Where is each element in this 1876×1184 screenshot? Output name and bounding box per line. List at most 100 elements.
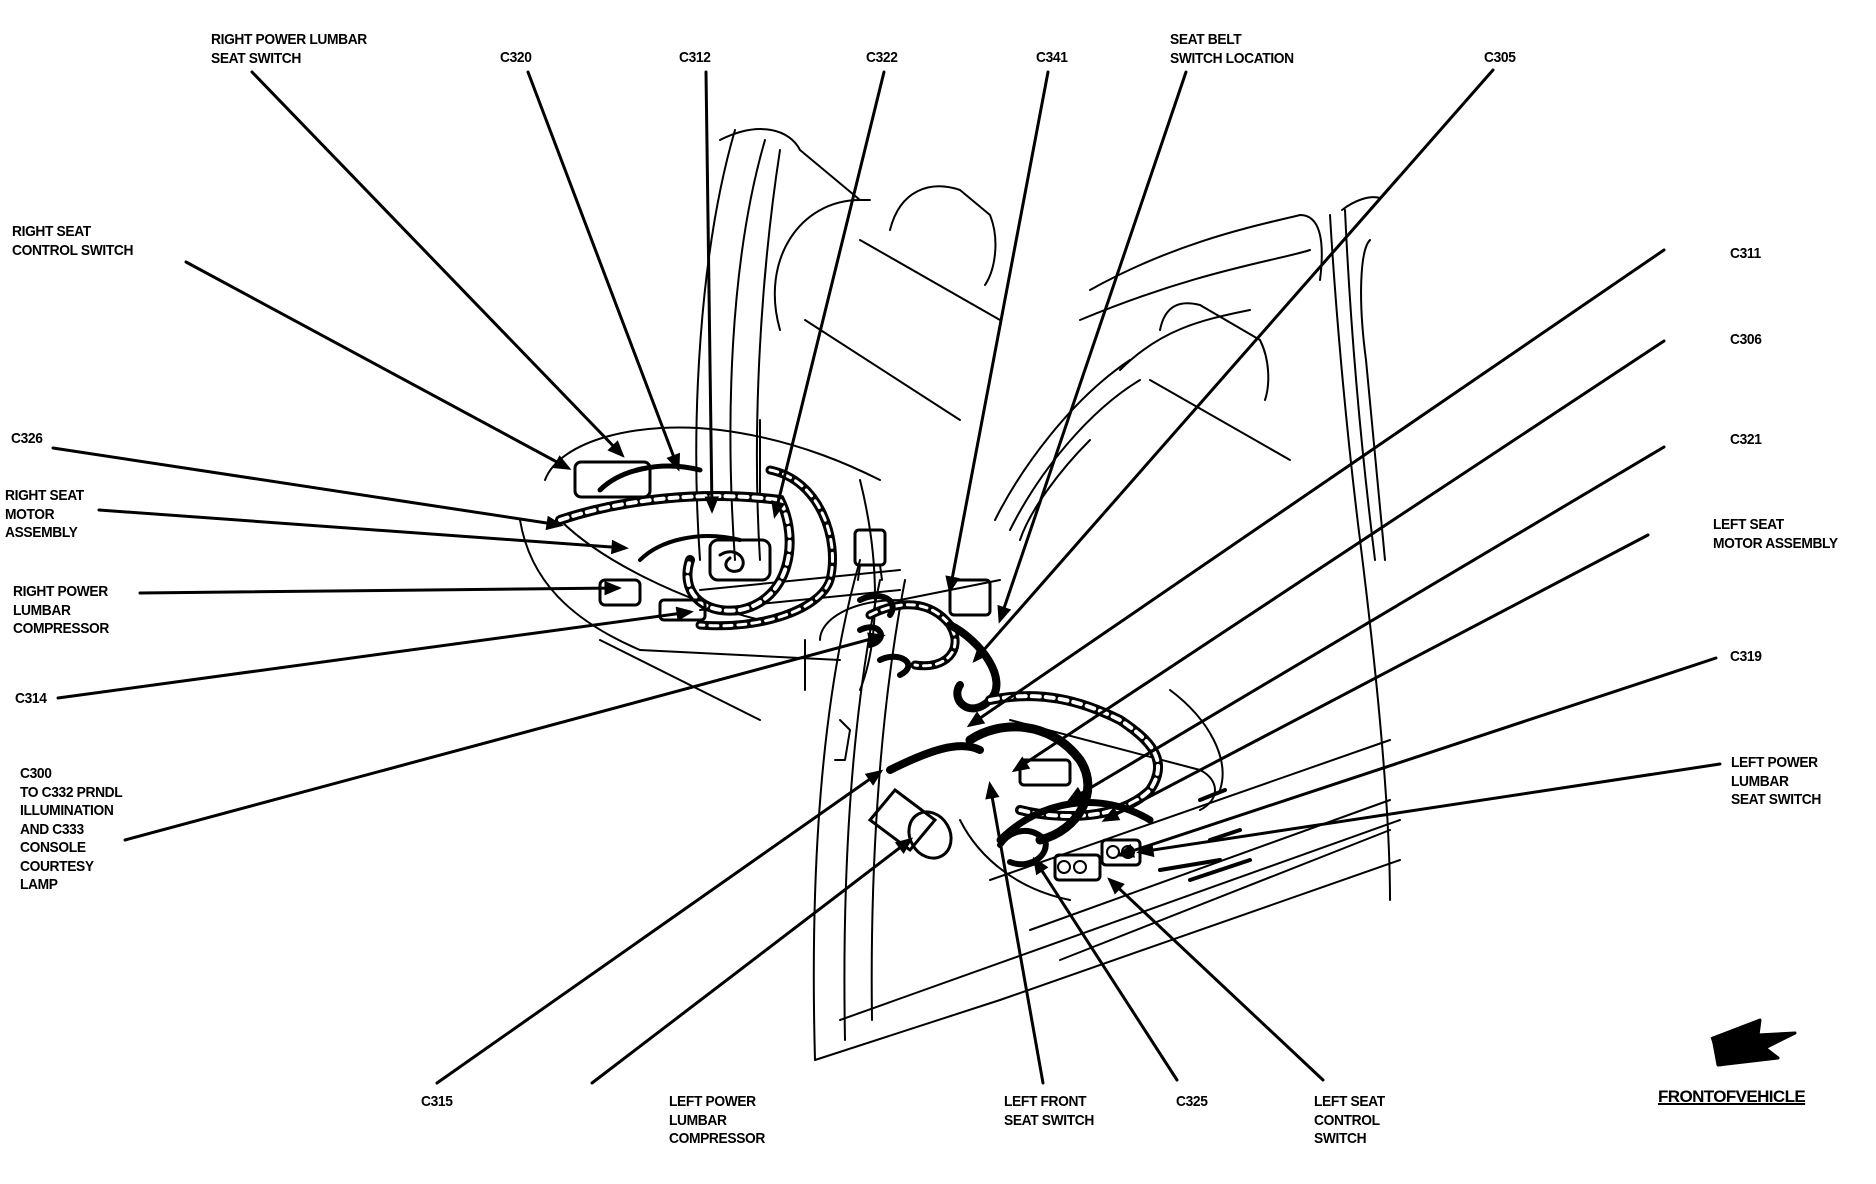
leader-line-c321 (1068, 445, 1666, 802)
leader-arrowhead-c311 (966, 711, 986, 728)
callout-label-line: CONTROL SWITCH (12, 241, 134, 259)
callout-label-line: LUMBAR (13, 601, 71, 619)
leader-arrowhead-c305 (972, 645, 990, 663)
callout-c315: C315 (421, 1093, 453, 1112)
callout-label-line: RIGHT POWER (13, 583, 108, 600)
callout-label-line: COMPRESSOR (669, 1130, 766, 1147)
callout-label-line: C325 (1176, 1093, 1208, 1110)
leader-arrowhead-c300 (867, 632, 886, 647)
callout-label-line: CONTROL (1314, 1111, 1380, 1129)
callout-label-line: AND C333 (20, 820, 84, 838)
callout-label-line: C312 (679, 49, 711, 66)
callout-label-line: RIGHT SEAT (12, 223, 91, 240)
front-of-vehicle-label: FRONTOFVEHICLE (1658, 1087, 1806, 1106)
leader-line-left-power-lumbar-seat-switch (1138, 762, 1722, 854)
leader-arrowhead-c319 (1116, 843, 1136, 858)
callout-label-line: MOTOR (5, 505, 55, 523)
leader-line-left-seat-motor-assembly (1103, 533, 1650, 822)
callout-c320: C320 (500, 49, 532, 68)
callout-label-line: C326 (11, 430, 43, 447)
callout-c321: C321 (1730, 431, 1762, 450)
callout-label-line: C305 (1484, 49, 1516, 66)
leader-arrowhead-right-seat-motor-assembly (611, 539, 629, 555)
callout-label-line: COURTESY (20, 857, 94, 875)
right-seat-harness (555, 460, 887, 631)
callout-label-line: SEAT SWITCH (211, 49, 302, 67)
leader-line-c341 (948, 70, 1050, 592)
callout-label-line: C322 (866, 49, 898, 66)
leader-line-left-seat-control-switch (1108, 878, 1325, 1082)
leader-arrowhead-c325 (1032, 856, 1049, 876)
leader-arrowhead-seat-belt-switch-location (997, 604, 1012, 624)
callout-label-line: LEFT FRONT (1004, 1093, 1087, 1110)
callout-label-line: SWITCH LOCATION (1170, 49, 1294, 67)
leader-line-c326 (51, 446, 562, 527)
callout-c312: C312 (679, 49, 711, 68)
leader-line-right-seat-motor-assembly (97, 508, 627, 550)
callout-label-line: LEFT SEAT (1314, 1093, 1385, 1110)
leader-line-c300 (123, 634, 884, 842)
leader-arrowhead-left-seat-control-switch (1107, 877, 1125, 895)
left-seat-harness (857, 578, 1164, 882)
leader-line-c314 (56, 610, 692, 700)
leader-arrowhead-right-power-lumbar-seat-switch (607, 440, 625, 458)
callout-c319: C319 (1730, 648, 1762, 667)
leader-line-right-power-lumbar-seat-switch (250, 70, 624, 457)
callout-label-line: LEFT POWER (669, 1093, 756, 1110)
leader-line-right-power-lumbar-compressor (138, 586, 620, 595)
leader-arrowhead-c315 (864, 769, 884, 786)
callout-c326: C326 (11, 430, 43, 449)
callout-label-line: C315 (421, 1093, 453, 1110)
leader-arrowhead-right-seat-control-switch (552, 455, 572, 470)
leader-arrowhead-c306 (1011, 756, 1031, 773)
leader-lines (51, 68, 1722, 1085)
callout-c305: C305 (1484, 49, 1516, 68)
leader-line-c312 (704, 70, 714, 512)
leader-line-c325 (1033, 858, 1179, 1082)
callout-label-line: C321 (1730, 431, 1762, 448)
leader-line-c319 (1118, 656, 1718, 857)
leader-arrowhead-left-power-lumbar-compressor (894, 837, 914, 854)
callout-label-line: RIGHT POWER LUMBAR (211, 31, 367, 48)
callout-label-line: CONSOLE (20, 839, 86, 856)
leader-line-c320 (526, 70, 680, 470)
callout-c314: C314 (15, 690, 47, 709)
callout-label-line: COMPRESSOR (13, 620, 110, 637)
leader-arrowhead-c320 (666, 452, 680, 472)
callout-label-line: LUMBAR (669, 1111, 727, 1129)
callout-label-line: LUMBAR (1731, 772, 1789, 790)
leader-arrowhead-c321 (1066, 786, 1086, 802)
callout-label-line: C300 (20, 765, 52, 782)
leader-line-c306 (1013, 339, 1666, 772)
vehicle-outline (519, 128, 1401, 1061)
leader-arrowhead-left-front-seat-switch (985, 781, 1000, 800)
callout-label-line: SEAT BELT (1170, 31, 1242, 48)
leader-line-c315 (435, 770, 882, 1085)
leader-arrowhead-c341 (945, 575, 960, 594)
leader-line-left-power-lumbar-compressor (590, 838, 912, 1085)
callout-label-line: C319 (1730, 648, 1762, 665)
callout-c306: C306 (1730, 331, 1762, 350)
callout-label-line: SWITCH (1314, 1130, 1367, 1147)
front-arrow-icon (1710, 1018, 1797, 1067)
callout-label-line: TO C332 PRNDL (20, 783, 123, 801)
leader-arrowhead-right-power-lumbar-compressor (604, 580, 622, 596)
callout-label-line: LAMP (20, 876, 58, 893)
leader-line-c311 (968, 248, 1666, 727)
leader-arrowhead-c326 (545, 515, 564, 531)
callout-label-line: C311 (1730, 245, 1761, 262)
leader-line-left-front-seat-switch (988, 783, 1045, 1085)
